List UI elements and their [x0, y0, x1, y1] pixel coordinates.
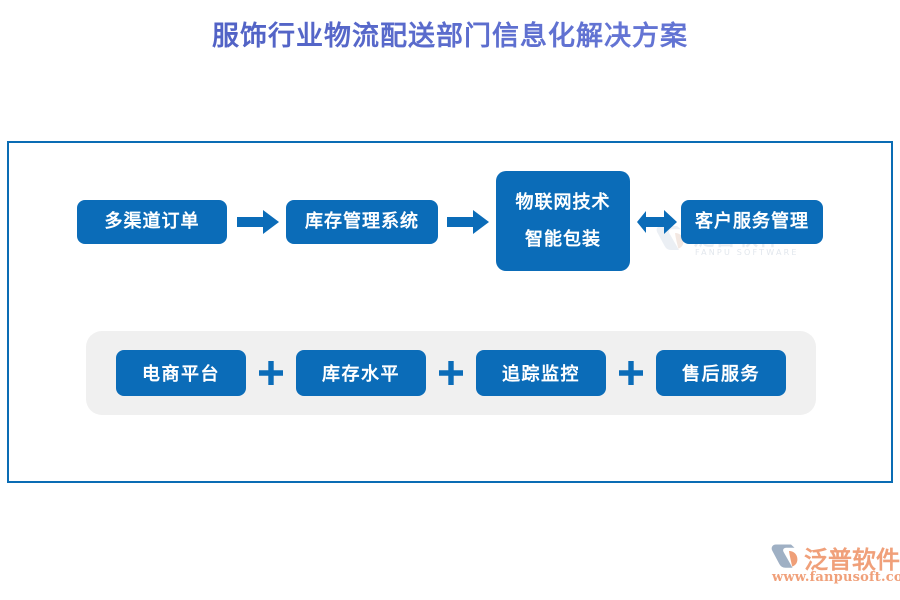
- flow-node-label-line-2: 智能包装: [525, 228, 601, 250]
- tag-label: 库存水平: [322, 364, 400, 385]
- flow-node-multi-channel-order[interactable]: 多渠道订单: [77, 200, 227, 244]
- page-title: 服饰行业物流配送部门信息化解决方案: [0, 14, 900, 53]
- flow-arrow-right-2: [447, 209, 489, 235]
- capability-tag-panel: 电商平台 库存水平 追踪监控 售后服务: [86, 331, 816, 415]
- flow-arrow-double-3: [637, 209, 677, 235]
- tag-inventory-level[interactable]: 库存水平: [296, 350, 426, 396]
- tag-tracking-monitoring[interactable]: 追踪监控: [476, 350, 606, 396]
- tag-ecommerce-platform[interactable]: 电商平台: [116, 350, 246, 396]
- tag-label: 电商平台: [142, 364, 220, 385]
- flow-node-inventory-management-system[interactable]: 库存管理系统: [286, 200, 438, 244]
- diagram-canvas: [7, 141, 893, 483]
- flow-node-label: 客户服务管理: [695, 211, 809, 233]
- flow-node-iot-smart-packaging[interactable]: 物联网技术 智能包装: [496, 171, 630, 271]
- flow-node-label-line-1: 物联网技术: [515, 191, 611, 213]
- plus-icon-2: [426, 350, 476, 396]
- plus-icon-3: [606, 350, 656, 396]
- brand-name: 泛普软件: [804, 546, 900, 574]
- flow-arrow-right-1: [237, 209, 279, 235]
- capability-tag-row: 电商平台 库存水平 追踪监控 售后服务: [86, 331, 816, 415]
- brand-url: www.fanpusoft.com: [772, 570, 900, 585]
- tag-label: 追踪监控: [502, 364, 580, 385]
- tag-after-sales-service[interactable]: 售后服务: [656, 350, 786, 396]
- flow-node-label: 多渠道订单: [104, 211, 200, 233]
- brand-logo: 泛普软件 www.fanpusoft.com: [770, 542, 900, 588]
- plus-icon-1: [246, 350, 296, 396]
- flow-node-customer-service-management[interactable]: 客户服务管理: [681, 200, 823, 244]
- flow-node-label: 库存管理系统: [305, 211, 419, 233]
- fanpu-logo-icon: [770, 543, 802, 571]
- tag-label: 售后服务: [682, 364, 760, 385]
